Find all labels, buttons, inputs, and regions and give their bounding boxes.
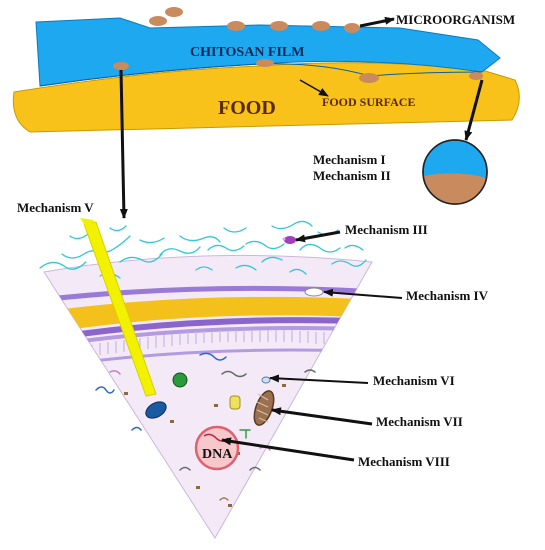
inclusion-yellow — [229, 395, 241, 410]
arrow-mechanism-6 — [269, 374, 369, 384]
mechanism-8-label: Mechanism VIII — [358, 454, 450, 469]
membrane-target — [261, 376, 271, 384]
microbe — [227, 21, 245, 31]
microbe — [312, 21, 330, 31]
arrow-mechanism-4 — [323, 288, 403, 299]
microorganisms — [113, 7, 483, 83]
film-food-interface — [39, 63, 483, 87]
arrow-mechanism-3 — [295, 230, 341, 243]
mechanism-4-label: Mechanism IV — [406, 288, 489, 303]
mechanism-2-label: Mechanism II — [313, 168, 391, 183]
microbe — [113, 62, 129, 70]
microbe — [256, 59, 274, 67]
food-surface-label: FOOD SURFACE — [322, 95, 415, 109]
zoom-circle — [422, 139, 488, 205]
vesicle-blue — [145, 401, 167, 419]
ribosome-green — [172, 372, 188, 388]
microbe — [344, 23, 360, 33]
food-label: FOOD — [218, 97, 276, 119]
mechanism-6-label: Mechanism VI — [373, 373, 455, 388]
mechanism-1-label: Mechanism I — [313, 152, 386, 167]
microbe — [359, 73, 379, 83]
arrow-to-cell-wedge — [119, 69, 128, 219]
membrane-pore — [304, 287, 324, 297]
microbe — [149, 16, 167, 26]
mechanism-7-label: Mechanism VII — [376, 414, 463, 429]
mechanism-3-label: Mechanism III — [345, 222, 428, 237]
microorganism-label: MICROORGANISM — [396, 12, 515, 27]
microbe — [165, 7, 183, 17]
microbe — [270, 21, 288, 31]
arrow-mechanism-8 — [221, 437, 355, 462]
microbe — [469, 72, 483, 80]
dna-label: DNA — [202, 447, 233, 462]
dna-nucleoid: DNA — [194, 425, 240, 471]
cytoplasm-molecules — [95, 352, 316, 501]
arrow-mechanism-7 — [271, 407, 373, 426]
mechanism-5-label: Mechanism V — [17, 200, 94, 215]
chitosan-film-label: CHITOSAN FILM — [190, 45, 304, 60]
arrow-microorganism — [359, 16, 395, 28]
arrow-food-surface — [299, 79, 329, 97]
trapped-microbe — [282, 236, 296, 244]
cell-wedge: DNA — [43, 254, 373, 539]
arrow-to-zoom-circle — [464, 79, 484, 141]
